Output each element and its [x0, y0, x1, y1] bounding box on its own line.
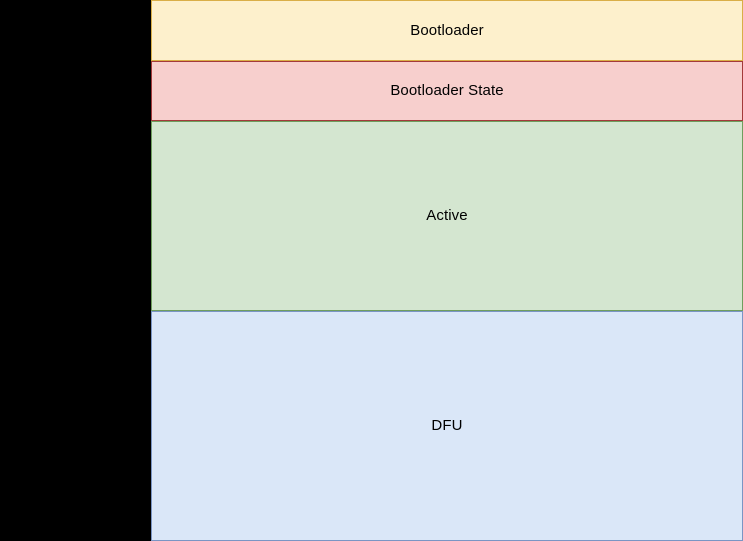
partition-label-bootloader: Bootloader [410, 21, 484, 39]
partition-block-active[interactable]: Active [151, 121, 743, 311]
partition-label-dfu: DFU [431, 417, 463, 434]
left-black-gutter [0, 0, 151, 541]
partition-block-bootloader-state[interactable]: Bootloader State [151, 61, 743, 121]
partition-label-active: Active [426, 207, 468, 224]
partition-block-dfu[interactable]: DFU [151, 311, 743, 541]
partition-block-bootloader[interactable]: Bootloader [151, 0, 743, 61]
partition-label-bootloader-state: Bootloader State [390, 82, 504, 99]
partition-stack: Bootloader Bootloader State Active DFU [151, 0, 743, 541]
